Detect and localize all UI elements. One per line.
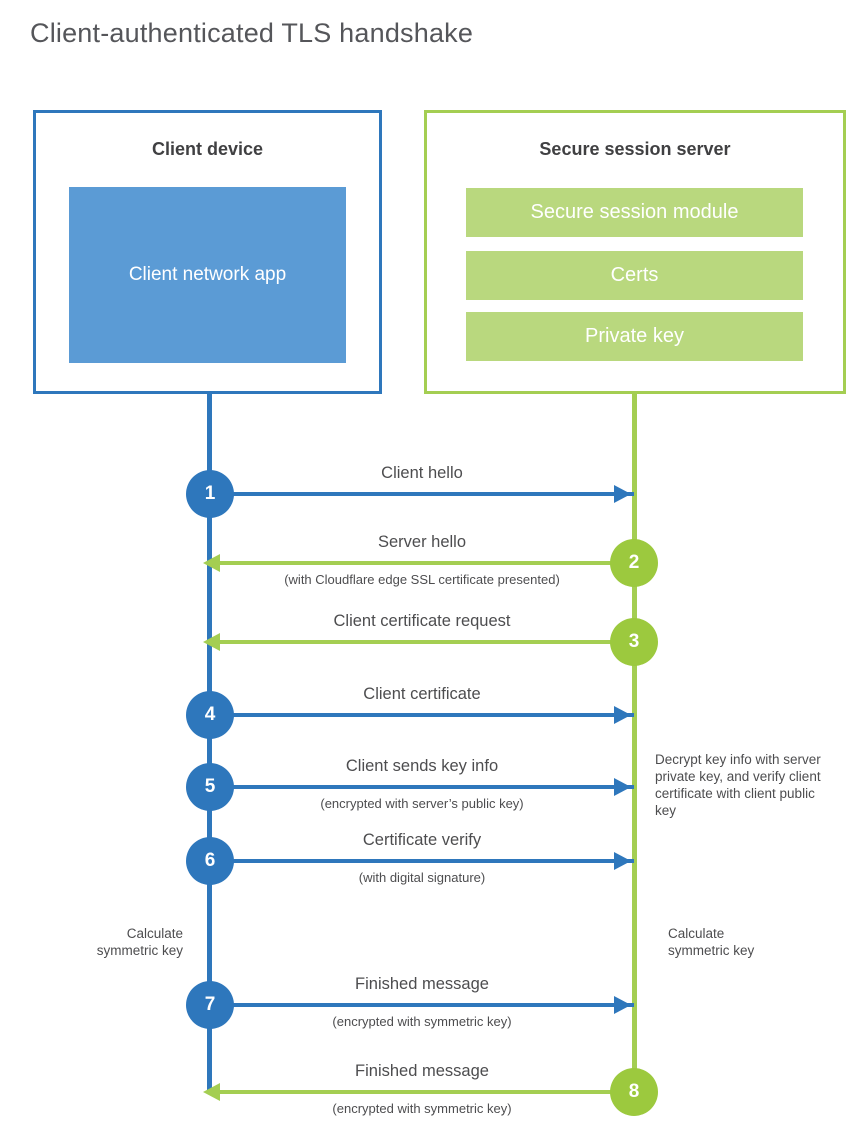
step-8-label: Finished message — [355, 1062, 489, 1080]
step-4-arrow-line — [210, 713, 634, 717]
step-2-badge: 2 — [610, 539, 658, 587]
step-2-label: Server hello — [377, 533, 467, 551]
step-1-arrow-line — [210, 492, 634, 496]
arrow-right-icon — [614, 996, 631, 1014]
step-7-sublabel: (encrypted with symmetric key) — [332, 1014, 512, 1029]
step-2-arrow-line — [210, 561, 634, 565]
step-8-badge: 8 — [610, 1068, 658, 1116]
arrow-left-icon — [203, 1083, 220, 1101]
private-key-bar: Private key — [466, 312, 803, 361]
step-4-label: Client certificate — [363, 685, 481, 703]
step-1-label: Client hello — [381, 464, 463, 482]
arrow-left-icon — [203, 633, 220, 651]
step-5-sublabel: (encrypted with server’s public key) — [320, 796, 524, 811]
secure-session-server-box: Secure session server Secure session mod… — [424, 110, 846, 394]
arrow-right-icon — [614, 485, 631, 503]
step-5-label: Client sends key info — [345, 757, 499, 775]
step-5-badge: 5 — [186, 763, 234, 811]
step-8-arrow-line — [210, 1090, 634, 1094]
client-device-box: Client device Client network app — [33, 110, 382, 394]
step-6-badge: 6 — [186, 837, 234, 885]
calculate-symmetric-key-note-client: Calculate symmetric key — [96, 926, 183, 958]
arrow-right-icon — [614, 852, 631, 870]
step-6-label: Certificate verify — [362, 831, 482, 849]
calculate-symmetric-key-note-server: Calculate symmetric key — [668, 926, 755, 958]
step-8-sublabel: (encrypted with symmetric key) — [332, 1101, 512, 1116]
step-7-label: Finished message — [355, 975, 489, 993]
decrypt-key-note: Decrypt key info with server private key… — [655, 752, 821, 818]
arrow-right-icon — [614, 778, 631, 796]
client-lifeline — [207, 393, 212, 1094]
step-3-badge: 3 — [610, 618, 658, 666]
client-network-app-label: Client network app — [128, 264, 287, 285]
certs-bar: Certs — [466, 251, 803, 300]
page-title: Client-authenticated TLS handshake — [30, 18, 474, 48]
step-5-arrow-line — [210, 785, 634, 789]
secure-session-server-title: Secure session server — [539, 139, 731, 159]
step-7-arrow-line — [210, 1003, 634, 1007]
step-7-badge: 7 — [186, 981, 234, 1029]
step-4-badge: 4 — [186, 691, 234, 739]
step-3-arrow-line — [210, 640, 634, 644]
arrow-left-icon — [203, 554, 220, 572]
server-lifeline — [632, 393, 637, 1094]
step-3-label: Client certificate request — [333, 612, 511, 630]
arrow-right-icon — [614, 706, 631, 724]
step-6-arrow-line — [210, 859, 634, 863]
secure-session-module-bar: Secure session module — [466, 188, 803, 237]
step-6-sublabel: (with digital signature) — [358, 870, 486, 885]
step-2-sublabel: (with Cloudflare edge SSL certificate pr… — [284, 572, 560, 587]
client-device-title: Client device — [151, 139, 264, 159]
client-network-app-box: Client network app — [69, 187, 346, 363]
step-1-badge: 1 — [186, 470, 234, 518]
